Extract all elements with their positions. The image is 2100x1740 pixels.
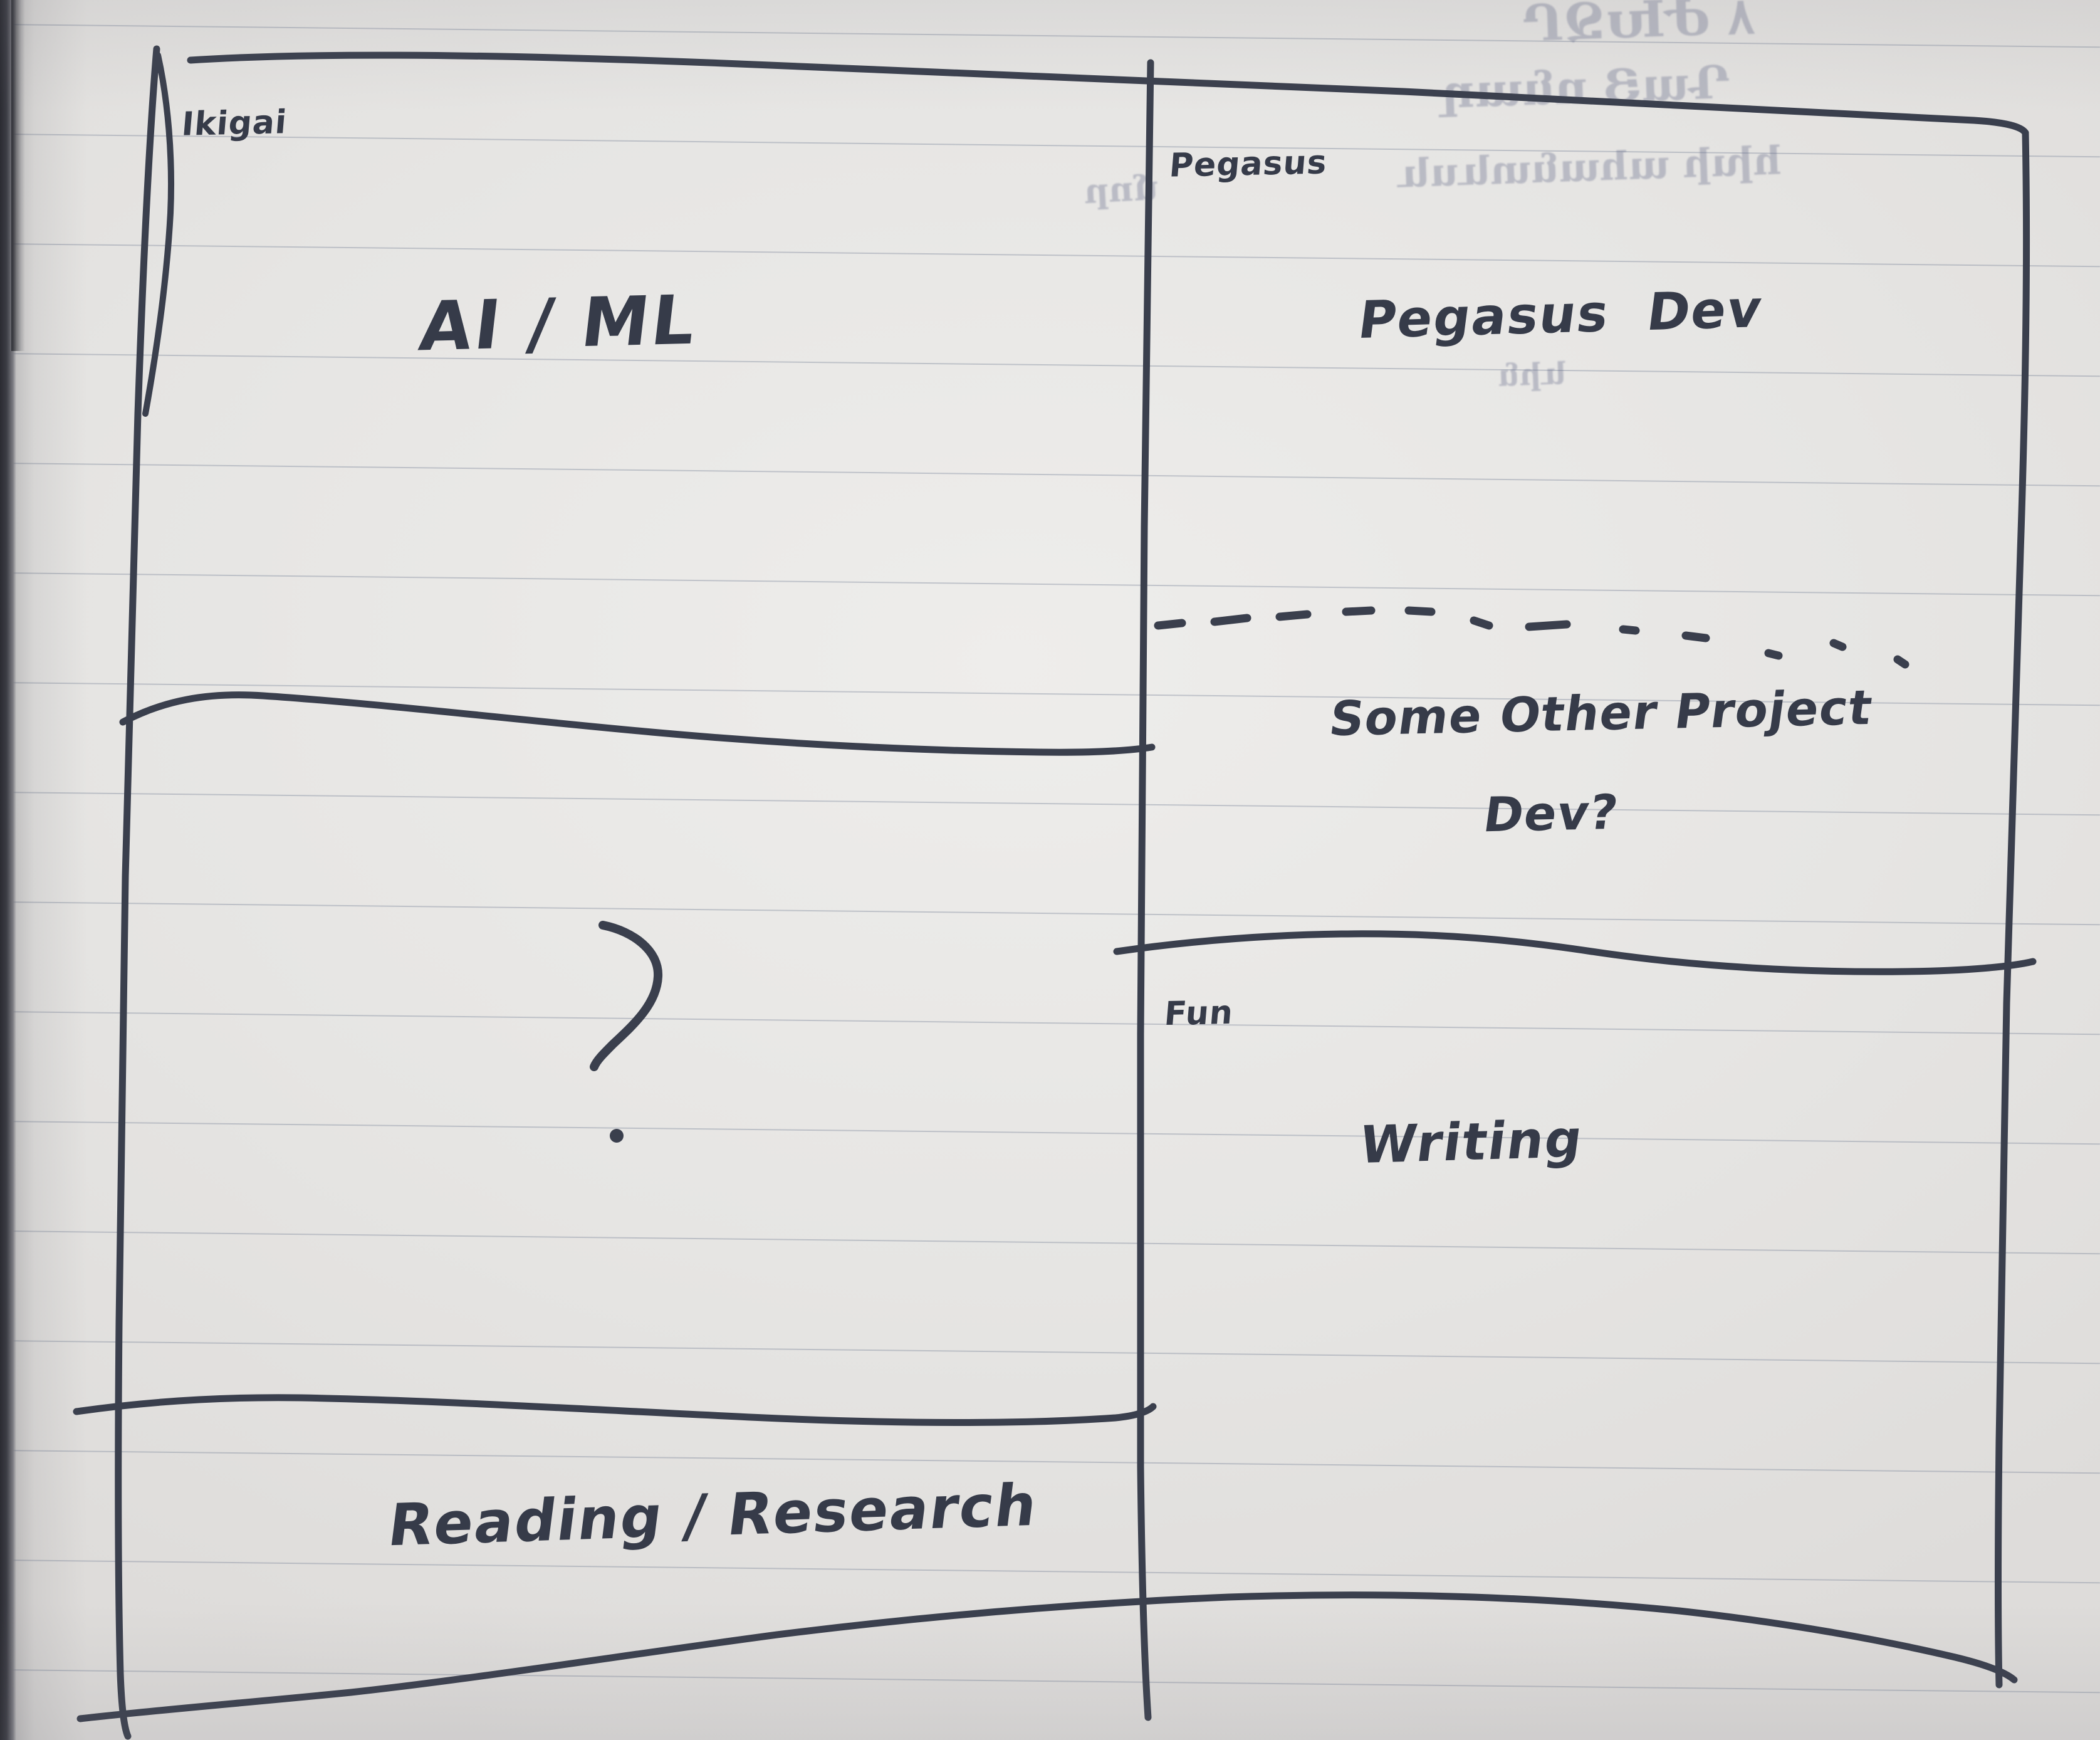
entry-writing: Writing — [1356, 1109, 1587, 1176]
question-mark-dot — [610, 1129, 624, 1143]
page-edge-shadow-secondary — [11, 0, 25, 351]
question-mark-hook — [590, 921, 663, 1071]
entry-some-other-project-dev: Dev? — [1480, 784, 1622, 843]
quadrant-label-ikigai: Ikigai — [180, 103, 289, 144]
entry-question-mark — [564, 903, 727, 1166]
entry-pegasus-dev: Pegasus Dev — [1355, 279, 1767, 351]
quadrant-label-fun: Fun — [1162, 993, 1235, 1034]
entry-some-other-project: Some Other Project — [1326, 679, 1877, 747]
entry-ai-ml: AI / ML — [415, 281, 702, 367]
quadrant-label-pegasus: Pegasus — [1168, 144, 1329, 185]
